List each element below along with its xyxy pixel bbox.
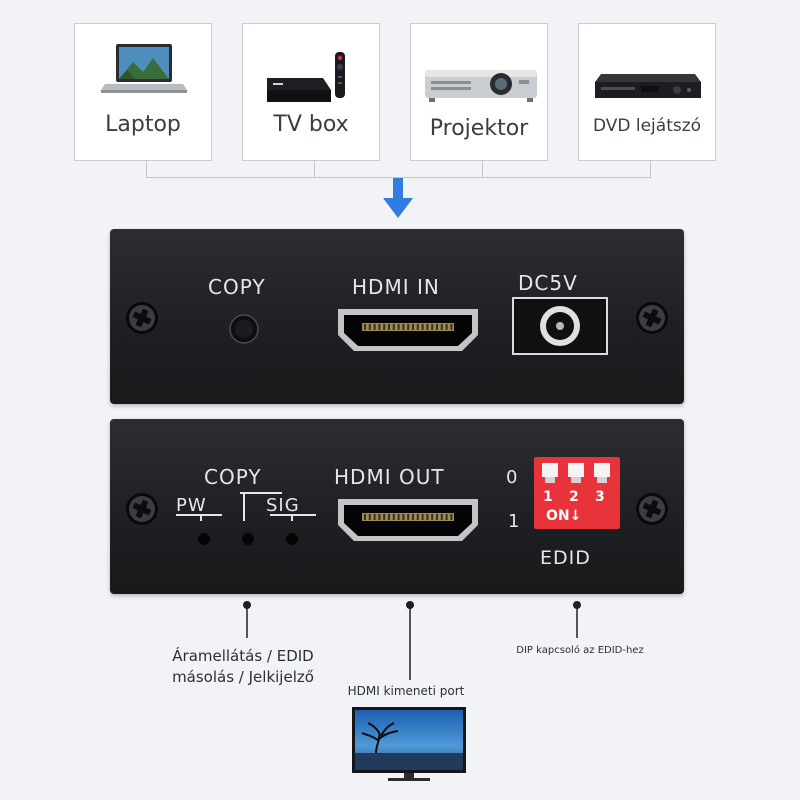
dip-on-label: ON↓ [546,508,582,524]
copy-label: COPY [208,275,266,299]
callout-left-line1: Áramellátás / EDID [172,647,314,665]
source-projector: Projektor [410,23,548,161]
projector-icon [425,70,537,102]
copy-led-icon [242,533,254,545]
laptop-icon [101,44,187,93]
source-laptop: Laptop [74,23,212,161]
source-label: Projektor [429,116,529,141]
dc-power-jack[interactable] [512,297,608,355]
dip-one-label: 1 [508,511,521,532]
source-label: Laptop [105,112,181,137]
connector-line [482,161,483,177]
sig-led-label: SIG [266,495,300,516]
connector-line [146,161,147,177]
dip-slider-2[interactable] [568,463,584,477]
edid-label: EDID [540,547,591,569]
callout-dip-switch-edid: DIP kapcsoló az EDID-hez [516,645,644,656]
dip-zero-label: 0 [506,467,519,488]
pw-led-icon [198,533,210,545]
dvd-player-icon [595,74,701,98]
screw-icon [636,493,668,525]
tv-box-icon [267,52,345,102]
callout-left-line2: másolás / Jelkijelző [172,668,314,686]
callout-power-edid-signal: Áramellátás / EDID másolás / Jelkijelző [140,646,346,688]
hdmi-in-label: HDMI IN [352,275,440,299]
dip-number-1: 1 [543,489,554,505]
connector-line [314,161,315,177]
callout-pointer-middle [406,601,414,680]
tv-monitor-icon [352,707,466,781]
led-indicators [198,533,298,545]
hdmi-in-port[interactable] [334,305,482,355]
callout-pointer-right [573,601,581,638]
source-dvd-player: DVD lejátszó [578,23,716,161]
led-label-lines [176,492,316,521]
dip-slider-3[interactable] [594,463,610,477]
copy-led-label: COPY [204,465,262,489]
pw-led-label: PW [176,495,207,516]
dip-slider-1[interactable] [542,463,558,477]
hdmi-out-label: HDMI OUT [334,465,445,489]
callout-hdmi-output-port: HDMI kimeneti port [347,684,465,698]
dip-number-3: 3 [595,489,606,505]
connector-line [146,177,651,178]
dc5v-label: DC5V [518,271,578,295]
hdmi-out-port[interactable] [334,495,482,545]
output-panel: COPY PW SIG HDMI OUT 0 1 1 2 [110,419,684,594]
connector-line [650,161,651,177]
input-panel: COPY HDMI IN DC5V [110,229,684,404]
sig-led-icon [286,533,298,545]
screw-icon [126,493,158,525]
source-label: TV box [273,112,349,137]
source-tv-box: TV box [242,23,380,161]
callout-pointer-left [243,601,251,638]
dip-number-2: 2 [569,489,580,505]
screw-icon [636,302,668,334]
screw-icon [126,302,158,334]
arrow-down-icon [383,178,413,218]
copy-button[interactable] [228,313,260,345]
dip-switch[interactable]: 1 2 3 ON↓ [534,457,620,529]
source-label: DVD lejátszó [592,116,702,136]
